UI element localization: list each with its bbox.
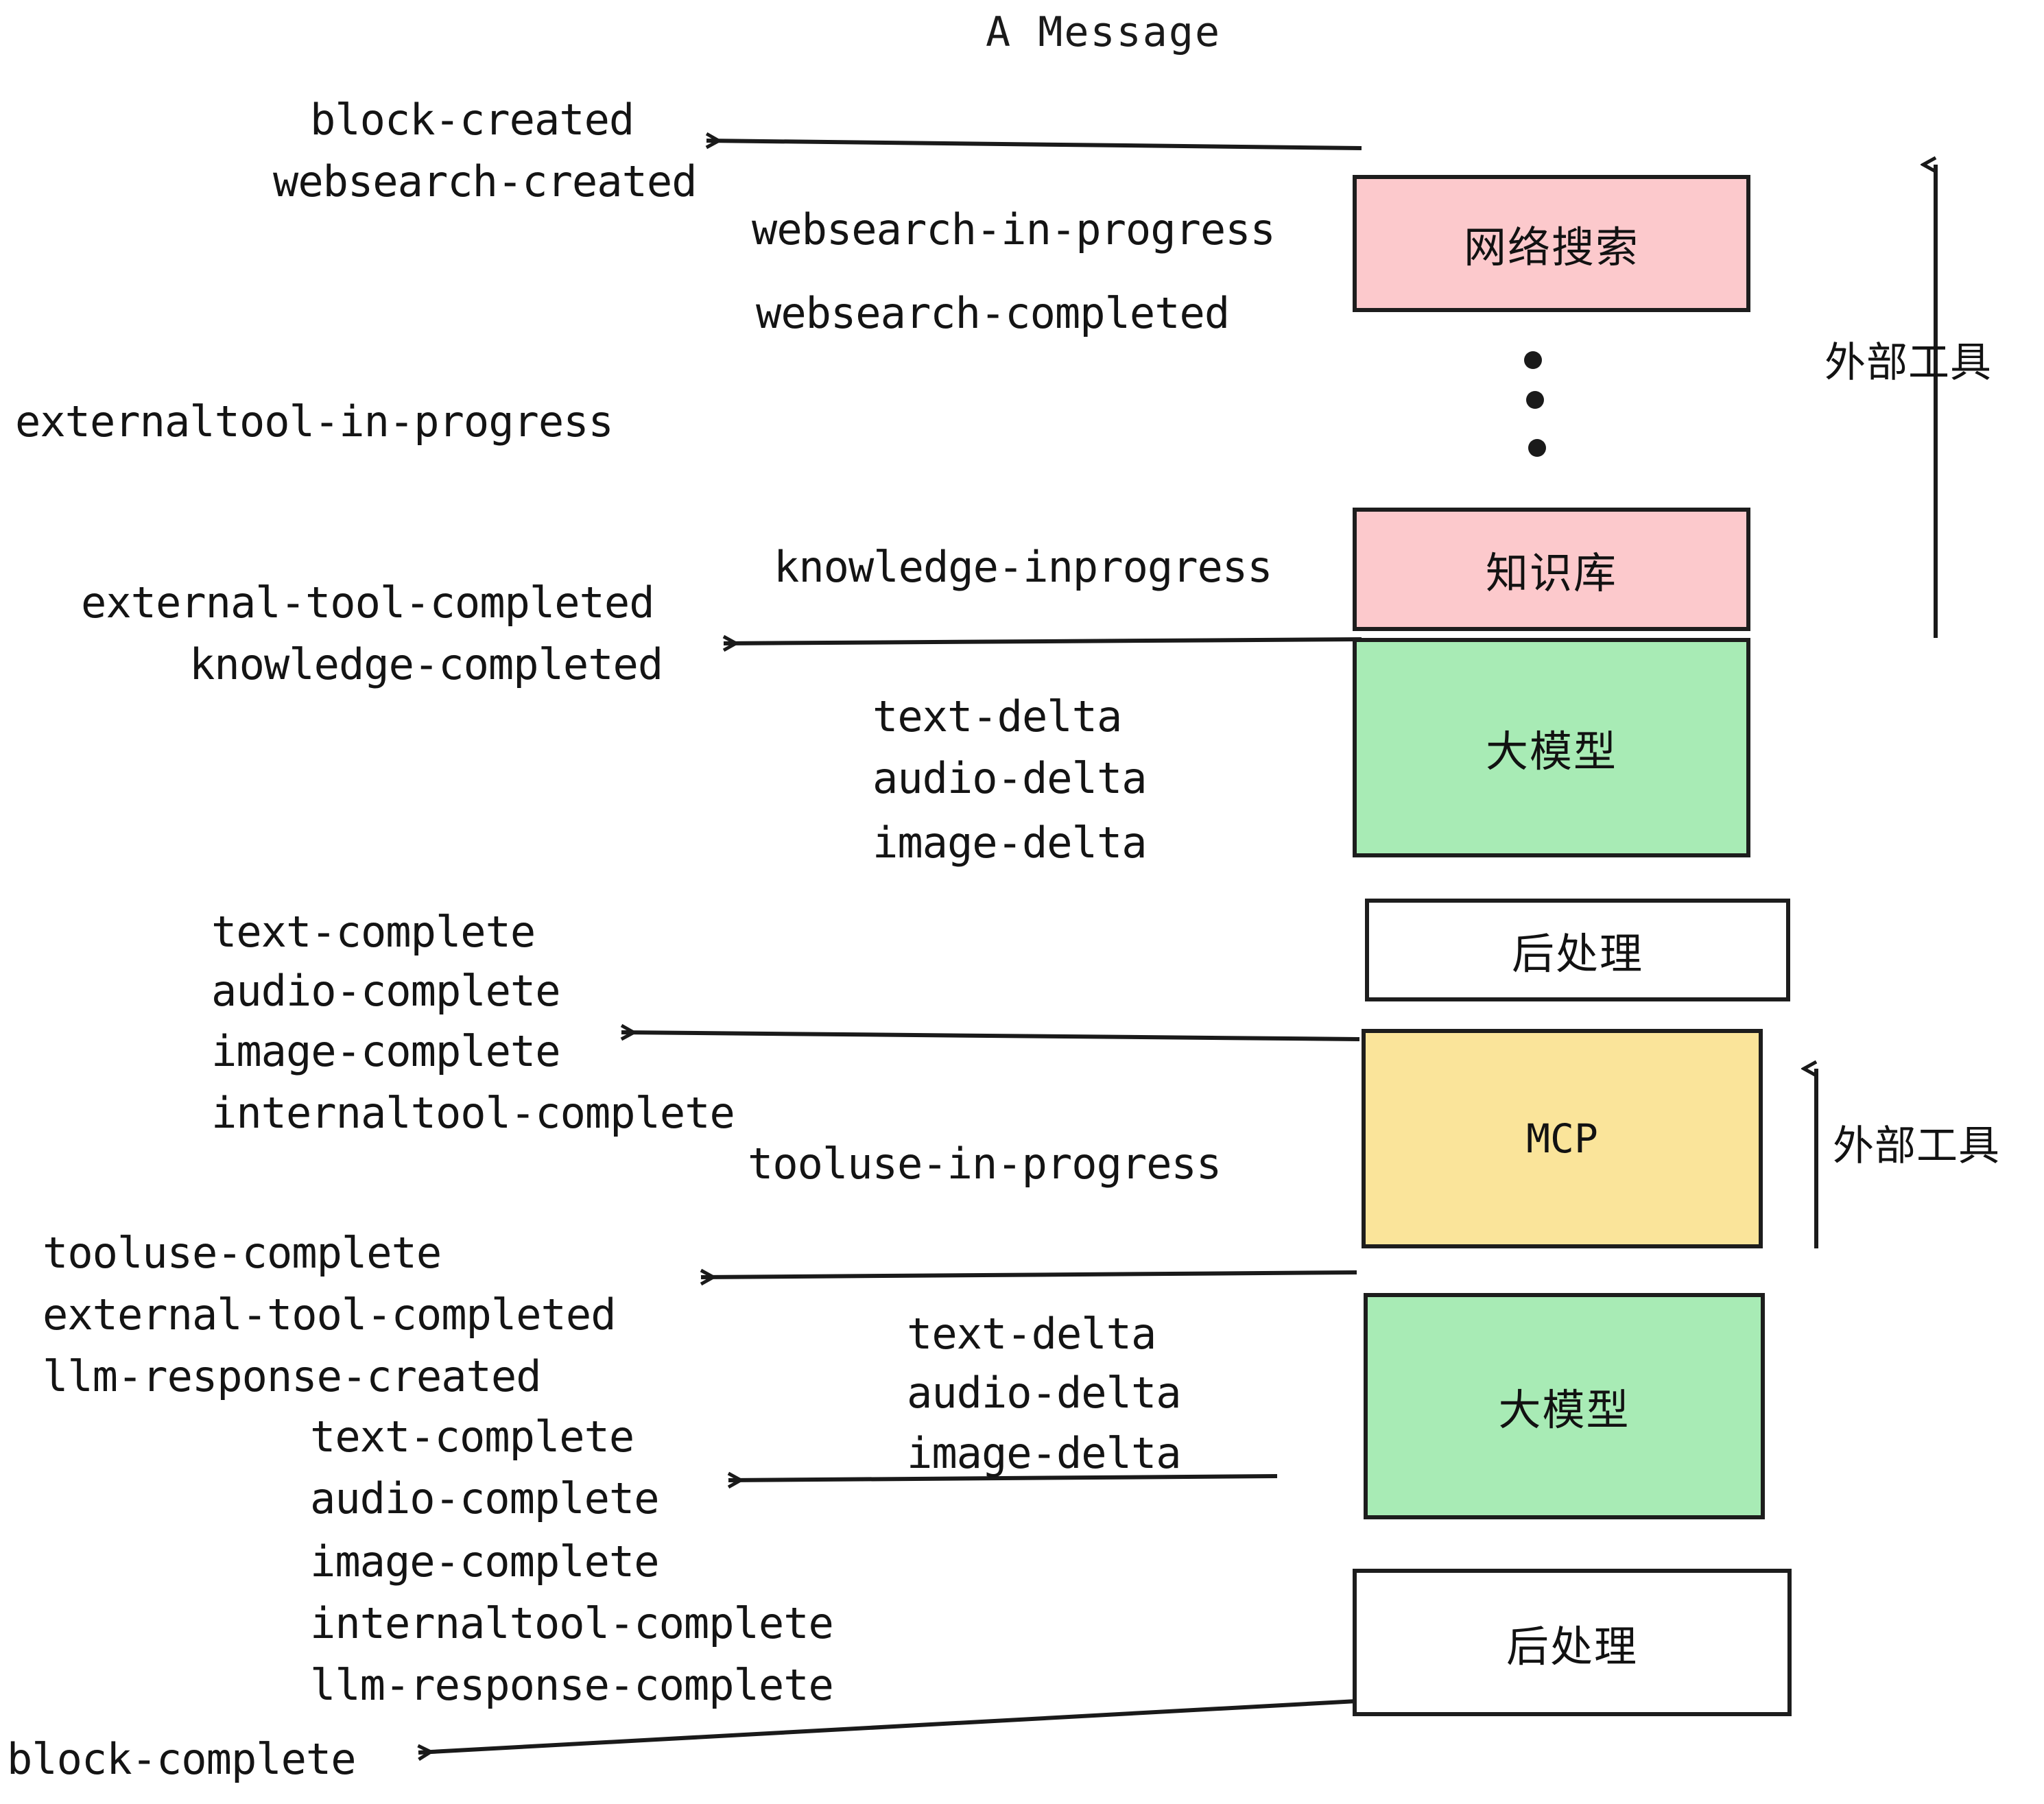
event-label-text-delta-1: text-delta: [872, 691, 1122, 741]
ellipsis-dot: [1524, 351, 1542, 369]
event-label-tooluse-in-progress: tooluse-in-progress: [748, 1139, 1222, 1189]
box-label-websearch: 网络搜索: [1463, 222, 1639, 272]
box-postprocess-1: 后处理: [1365, 899, 1790, 1001]
arrow-knowledge-to-left: [724, 639, 1362, 643]
event-label-text-complete-2: text-complete: [310, 1412, 634, 1462]
box-label-llm-2: 大模型: [1498, 1385, 1630, 1435]
page-title: A Message: [986, 8, 1222, 56]
arrow-websearch-to-block: [706, 141, 1362, 150]
box-label-mcp: MCP: [1526, 1115, 1598, 1162]
event-label-audio-delta-2: audio-delta: [907, 1368, 1182, 1418]
event-label-image-delta-2: image-delta: [907, 1428, 1182, 1478]
event-label-audio-complete-2: audio-complete: [310, 1473, 660, 1523]
box-llm-1: 大模型: [1353, 638, 1750, 857]
box-label-postprocess-2: 后处理: [1506, 1621, 1638, 1672]
event-label-audio-complete-1: audio-complete: [211, 966, 561, 1016]
event-label-tooluse-complete: tooluse-complete: [43, 1228, 442, 1278]
event-label-websearch-completed: websearch-completed: [756, 288, 1230, 338]
event-label-websearch-created: websearch-created: [273, 156, 698, 206]
event-label-externaltool-in-progress: externaltool-in-progress: [15, 396, 614, 447]
box-llm-2: 大模型: [1364, 1293, 1765, 1519]
event-label-llm-response-complete: llm-response-complete: [310, 1660, 834, 1710]
side-label-external-tools-bottom: 外部工具: [1833, 1122, 2000, 1170]
event-label-text-complete-1: text-complete: [211, 907, 536, 957]
event-label-external-tool-completed-2: external-tool-completed: [43, 1290, 617, 1340]
event-label-llm-response-created: llm-response-created: [43, 1351, 542, 1401]
event-label-audio-delta-1: audio-delta: [872, 753, 1148, 803]
box-knowledge: 知识库: [1353, 508, 1750, 631]
ellipsis-dot: [1526, 391, 1544, 409]
event-label-text-delta-2: text-delta: [907, 1309, 1156, 1359]
event-label-internaltool-complete-1: internaltool-complete: [211, 1088, 735, 1138]
event-label-external-tool-completed-1: external-tool-completed: [81, 578, 655, 628]
event-label-image-complete-2: image-complete: [310, 1536, 660, 1587]
side-label-external-tools-top: 外部工具: [1825, 339, 1992, 387]
event-label-internaltool-complete-2: internaltool-complete: [310, 1598, 834, 1648]
box-label-postprocess-1: 后处理: [1511, 929, 1643, 979]
event-label-block-complete: block-complete: [7, 1734, 357, 1784]
box-mcp: MCP: [1362, 1029, 1763, 1248]
box-label-knowledge: 知识库: [1485, 548, 1617, 598]
event-label-block-created: block-created: [310, 95, 634, 145]
arrow-mcp-to-image-complete: [621, 1032, 1360, 1041]
event-label-knowledge-completed: knowledge-completed: [189, 639, 663, 689]
box-label-llm-1: 大模型: [1485, 726, 1617, 776]
event-label-image-delta-1: image-delta: [872, 818, 1148, 868]
box-postprocess-2: 后处理: [1353, 1569, 1792, 1716]
arrow-llm2-to-tooluse: [701, 1272, 1357, 1277]
event-label-knowledge-inprogress: knowledge-inprogress: [774, 542, 1273, 592]
box-websearch: 网络搜索: [1353, 175, 1750, 312]
event-label-image-complete-1: image-complete: [211, 1026, 561, 1076]
event-label-websearch-in-progress: websearch-in-progress: [752, 204, 1276, 254]
ellipsis-dot: [1528, 439, 1546, 457]
